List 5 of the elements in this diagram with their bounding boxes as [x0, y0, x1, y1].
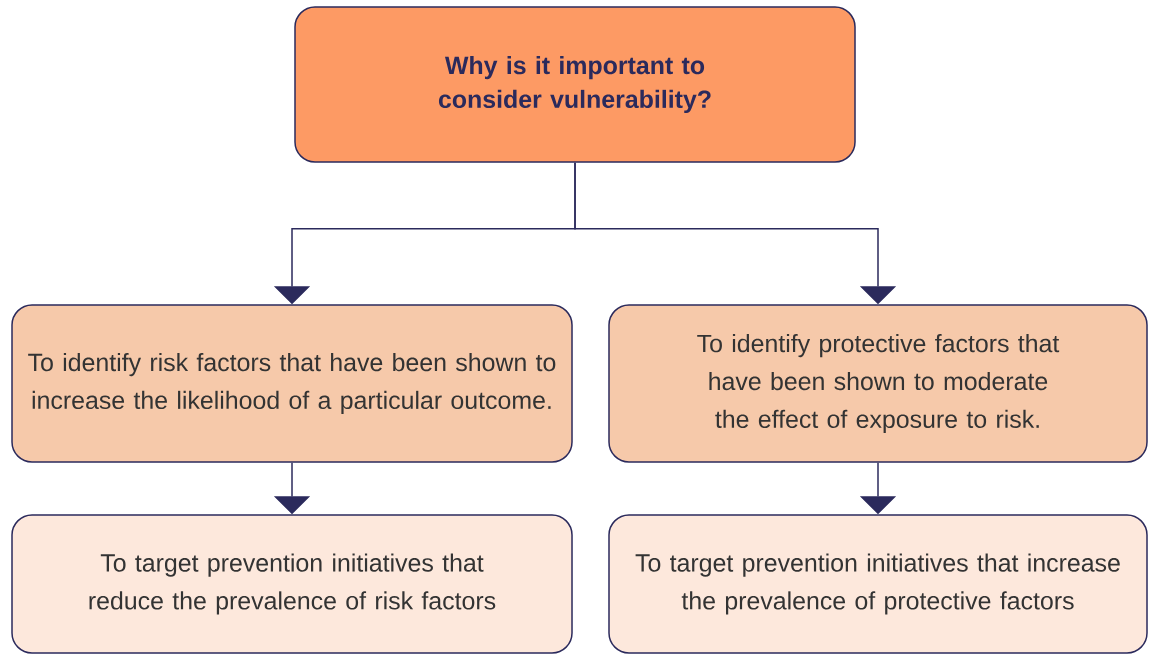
factor-box: To identify risk factors that have been shown to increase the likelihood of a particular outcome.	[11, 304, 573, 463]
prevention-box: To target prevention initiatives that reduce the prevalence of risk factors	[11, 514, 573, 654]
factor-box: To identify protective factors that have been shown to moderate the effect of exposure to risk.	[608, 304, 1148, 463]
prevention-box: To target prevention initiatives that increase the prevalence of protective factors	[608, 514, 1148, 654]
question-box: Why is it important to consider vulnerability?	[294, 6, 856, 163]
